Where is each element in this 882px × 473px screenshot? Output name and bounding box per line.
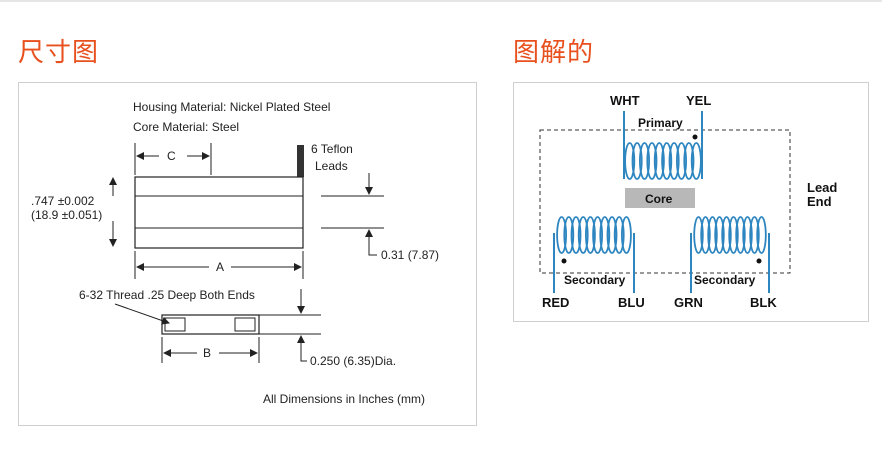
dimension-lead-gap: 0.31 (7.87) bbox=[321, 173, 439, 262]
coil-turn bbox=[621, 216, 632, 254]
dimension-a-label: A bbox=[216, 260, 224, 274]
lead-red-label: RED bbox=[542, 295, 569, 310]
dimension-a: A bbox=[134, 251, 304, 279]
teflon-label-1: 6 Teflon bbox=[311, 142, 353, 156]
coil-turn bbox=[683, 142, 695, 180]
dia-label: 0.250 (6.35)Dia. bbox=[310, 354, 396, 368]
secondary-left-leads bbox=[553, 233, 635, 293]
coil-turn bbox=[563, 216, 575, 254]
dimension-c: C bbox=[134, 143, 212, 175]
secondary-right-coil bbox=[693, 216, 767, 254]
primary-coil bbox=[624, 142, 702, 180]
dimensions-title: 尺寸图 bbox=[18, 38, 100, 68]
teflon-leads bbox=[297, 145, 304, 177]
primary-polarity-dot bbox=[692, 134, 698, 140]
top-divider bbox=[0, 0, 882, 2]
coil-turn bbox=[707, 216, 718, 254]
secondary-left-polarity-dot bbox=[561, 258, 567, 264]
secondary-right-polarity-dot bbox=[756, 258, 762, 264]
coil-turn bbox=[585, 216, 596, 254]
coil-turn bbox=[675, 142, 687, 180]
coil-turn bbox=[613, 216, 625, 254]
primary-leads bbox=[623, 111, 703, 179]
lead-wht-label: WHT bbox=[610, 93, 640, 108]
thread-label: 6-32 Thread .25 Deep Both Ends bbox=[79, 288, 255, 302]
secondary-right-leads bbox=[690, 233, 770, 293]
dimension-height: .747 ±0.002 (18.9 ±0.051) bbox=[31, 177, 117, 247]
primary-label: Primary bbox=[638, 116, 683, 130]
coil-turn bbox=[742, 216, 753, 254]
coil-turn bbox=[646, 142, 658, 180]
coil-turn bbox=[570, 216, 582, 254]
end-view bbox=[161, 314, 321, 335]
units-note: All Dimensions in Inches (mm) bbox=[263, 392, 425, 406]
schematic-drawing: WHT YEL Primary Core Lead End Secondary … bbox=[539, 93, 837, 310]
lead-gap-label: 0.31 (7.87) bbox=[381, 248, 439, 262]
coil-turn bbox=[639, 142, 651, 180]
coil-turn bbox=[728, 216, 739, 254]
coil-turn bbox=[700, 216, 711, 254]
core-material-label: Core Material: Steel bbox=[133, 120, 239, 134]
dimension-c-label: C bbox=[167, 149, 176, 163]
coil-turn bbox=[592, 216, 603, 254]
coil-turn bbox=[556, 216, 567, 254]
coil-turn bbox=[749, 216, 760, 254]
dimension-dia: 0.250 (6.35)Dia. bbox=[297, 289, 396, 368]
coil-turn bbox=[756, 216, 767, 254]
lead-end-label-1: Lead bbox=[807, 180, 837, 195]
schematic-panel: WHT YEL Primary Core Lead End Secondary … bbox=[513, 82, 869, 322]
dimension-drawing: Housing Material: Nickel Plated Steel Co… bbox=[31, 100, 439, 406]
coil-turn bbox=[624, 142, 636, 180]
coil-turn bbox=[690, 142, 702, 180]
lead-blk-label: BLK bbox=[750, 295, 777, 310]
lead-yel-label: YEL bbox=[686, 93, 711, 108]
height-inch-label: .747 ±0.002 bbox=[31, 194, 95, 208]
secondary-left-label: Secondary bbox=[564, 273, 626, 287]
teflon-label-2: Leads bbox=[315, 159, 348, 173]
coil-turn bbox=[599, 216, 611, 254]
housing-material-label: Housing Material: Nickel Plated Steel bbox=[133, 100, 330, 114]
lead-end-label-2: End bbox=[807, 194, 832, 209]
coil-turn bbox=[735, 216, 746, 254]
core-block bbox=[625, 188, 695, 208]
coil-turn bbox=[668, 142, 680, 180]
coil-turn bbox=[631, 142, 643, 180]
core-label: Core bbox=[645, 192, 673, 206]
secondary-left-coil bbox=[556, 216, 632, 254]
coil-turn bbox=[653, 142, 665, 180]
housing-outline bbox=[539, 129, 791, 274]
coil-turn bbox=[714, 216, 725, 254]
height-mm-label: (18.9 ±0.051) bbox=[31, 208, 102, 222]
coil-turn bbox=[693, 216, 704, 254]
coil-turn bbox=[721, 216, 732, 254]
coil-turn bbox=[606, 216, 618, 254]
lead-blu-label: BLU bbox=[618, 295, 645, 310]
dimension-b: B bbox=[161, 337, 260, 363]
secondary-right-label: Secondary bbox=[694, 273, 756, 287]
dimensions-panel: Housing Material: Nickel Plated Steel Co… bbox=[18, 82, 477, 426]
coil-turn bbox=[661, 142, 673, 180]
coil-turn bbox=[577, 216, 589, 254]
dimension-b-label: B bbox=[203, 346, 211, 360]
schematic-title: 图解的 bbox=[513, 38, 595, 68]
housing-body bbox=[134, 176, 304, 249]
lead-grn-label: GRN bbox=[674, 295, 703, 310]
